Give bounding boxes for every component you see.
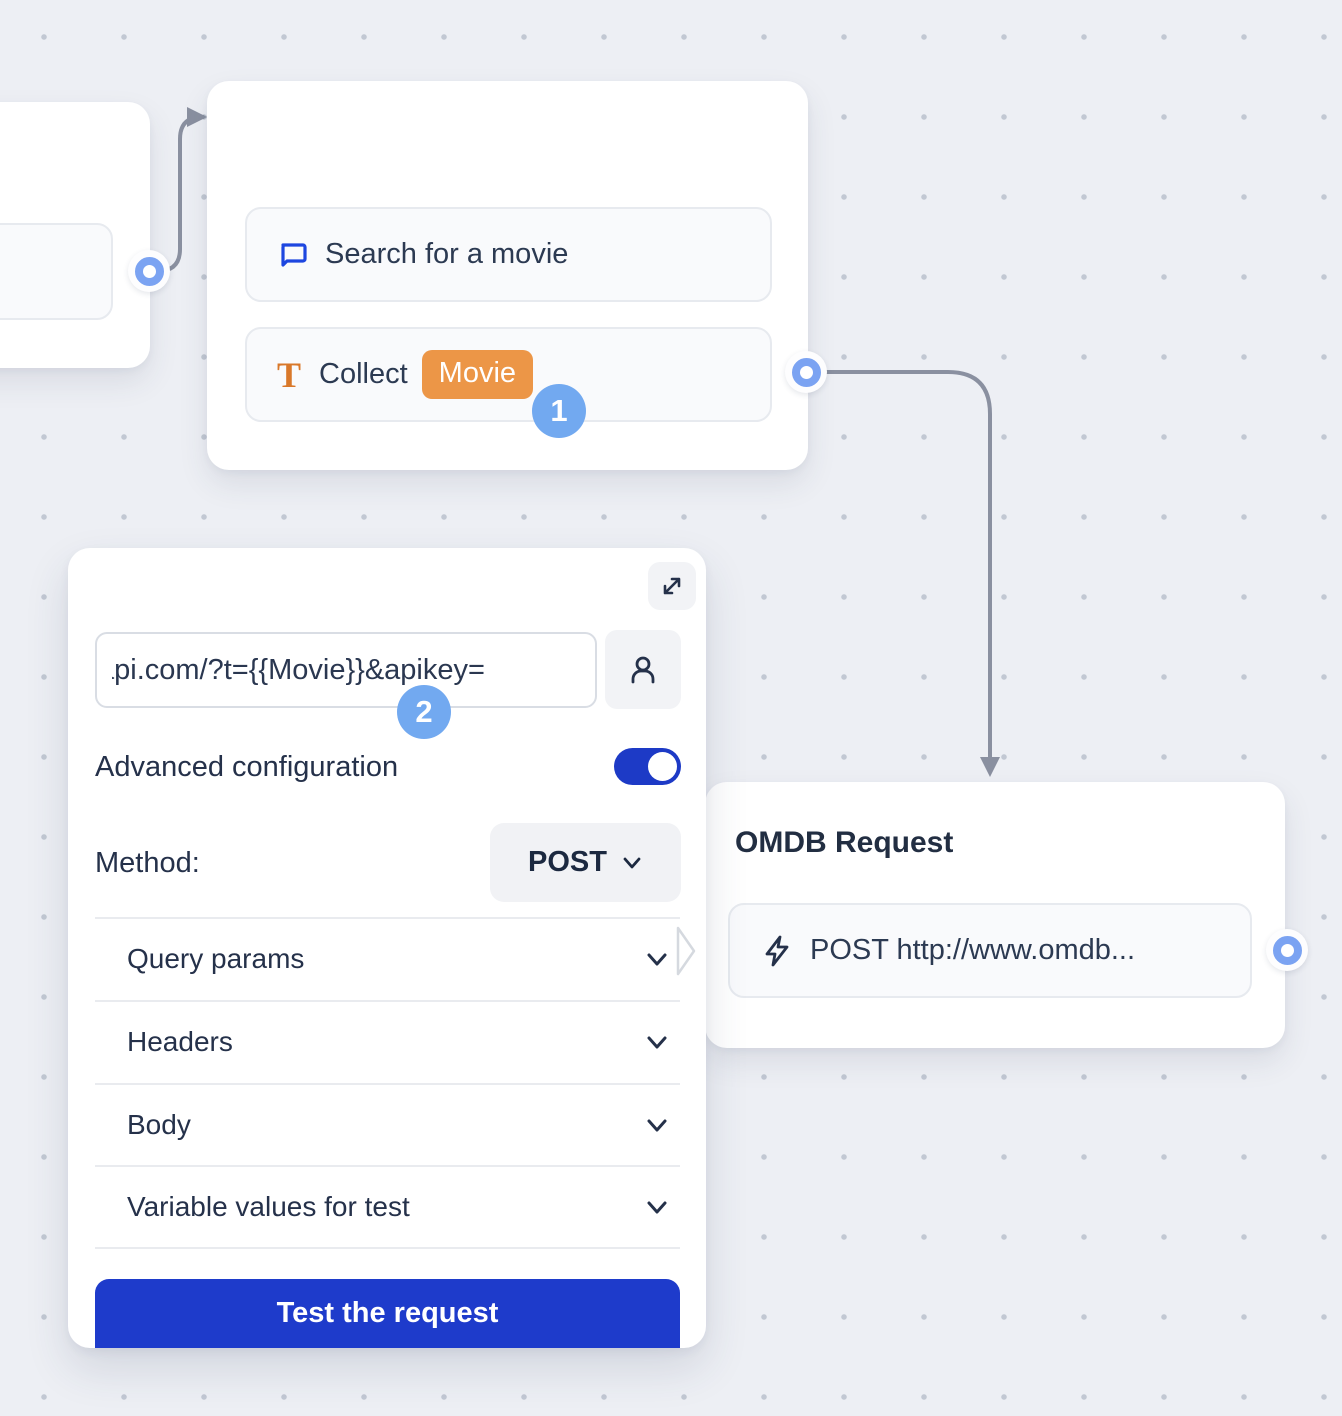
chevron-down-icon — [647, 1119, 667, 1132]
partial-node-card[interactable] — [0, 102, 150, 368]
omdb-request-output-port[interactable] — [1266, 929, 1308, 971]
partial-node-row[interactable] — [0, 223, 113, 320]
omdb-request-node[interactable]: OMDB Request POST http://www.omdb... — [705, 782, 1285, 1048]
arrowhead-down-icon — [980, 757, 1000, 777]
divider — [95, 917, 680, 919]
text-T-icon: T — [277, 354, 302, 395]
section-variable-values[interactable]: Variable values for test — [95, 1167, 680, 1247]
row-label: POST http://www.omdb... — [810, 934, 1136, 966]
divider — [95, 1165, 680, 1167]
expand-button[interactable] — [648, 562, 696, 610]
section-label: Query params — [127, 943, 305, 974]
node-title: OMDB Request — [735, 826, 954, 859]
method-label: Method: — [95, 847, 200, 879]
partial-node-output-port[interactable] — [128, 250, 170, 292]
omdb-input-arrow-icon — [676, 926, 696, 976]
section-label: Body — [127, 1109, 191, 1140]
toggle-knob — [648, 752, 677, 781]
movie-search-node[interactable]: Movie search Search for a movie T Collec… — [207, 81, 808, 470]
chevron-down-icon — [647, 1201, 667, 1214]
port-ring-icon — [1272, 935, 1302, 965]
advanced-configuration-label: Advanced configuration — [95, 751, 399, 783]
movie-search-output-port[interactable] — [785, 351, 827, 393]
chevron-down-icon — [647, 953, 667, 966]
chevron-down-icon — [623, 857, 641, 868]
row-label: Collect — [319, 358, 408, 390]
section-query-params[interactable]: Query params — [95, 919, 680, 999]
section-body[interactable]: Body — [95, 1085, 680, 1165]
row-label: Search for a movie — [325, 238, 569, 270]
method-select[interactable]: POST — [490, 823, 681, 902]
connector-movie-search-to-omdb — [804, 370, 992, 759]
omdb-request-row[interactable]: POST http://www.omdb... — [728, 903, 1252, 998]
port-ring-icon — [791, 357, 821, 387]
request-config-panel[interactable]: Advanced configuration Method: POST Quer… — [68, 548, 706, 1348]
advanced-configuration-toggle[interactable] — [614, 748, 681, 785]
divider — [95, 1000, 680, 1002]
divider — [95, 1083, 680, 1085]
divider — [95, 1247, 680, 1249]
section-label: Variable values for test — [127, 1191, 410, 1222]
arrowhead-right-icon — [187, 107, 207, 127]
section-headers[interactable]: Headers — [95, 1002, 680, 1082]
chevron-down-icon — [647, 1036, 667, 1049]
connector-left-to-movie-search — [150, 115, 205, 273]
step-badge-2: 2 — [397, 685, 451, 739]
movie-search-row-collect[interactable]: T Collect Movie — [245, 327, 772, 422]
request-url-input[interactable] — [95, 632, 597, 708]
movie-search-row-message[interactable]: Search for a movie — [245, 207, 772, 302]
step-badge-1: 1 — [532, 384, 586, 438]
expand-icon — [663, 577, 681, 595]
test-request-button[interactable]: Test the request — [95, 1279, 680, 1348]
variable-badge-movie[interactable]: Movie — [421, 350, 534, 399]
lightning-icon — [760, 934, 794, 968]
section-label: Headers — [127, 1026, 233, 1057]
method-value: POST — [528, 846, 607, 878]
person-icon — [631, 656, 655, 683]
port-ring-icon — [134, 256, 164, 286]
chat-bubble-icon — [277, 239, 309, 271]
user-variable-button[interactable] — [605, 630, 681, 709]
